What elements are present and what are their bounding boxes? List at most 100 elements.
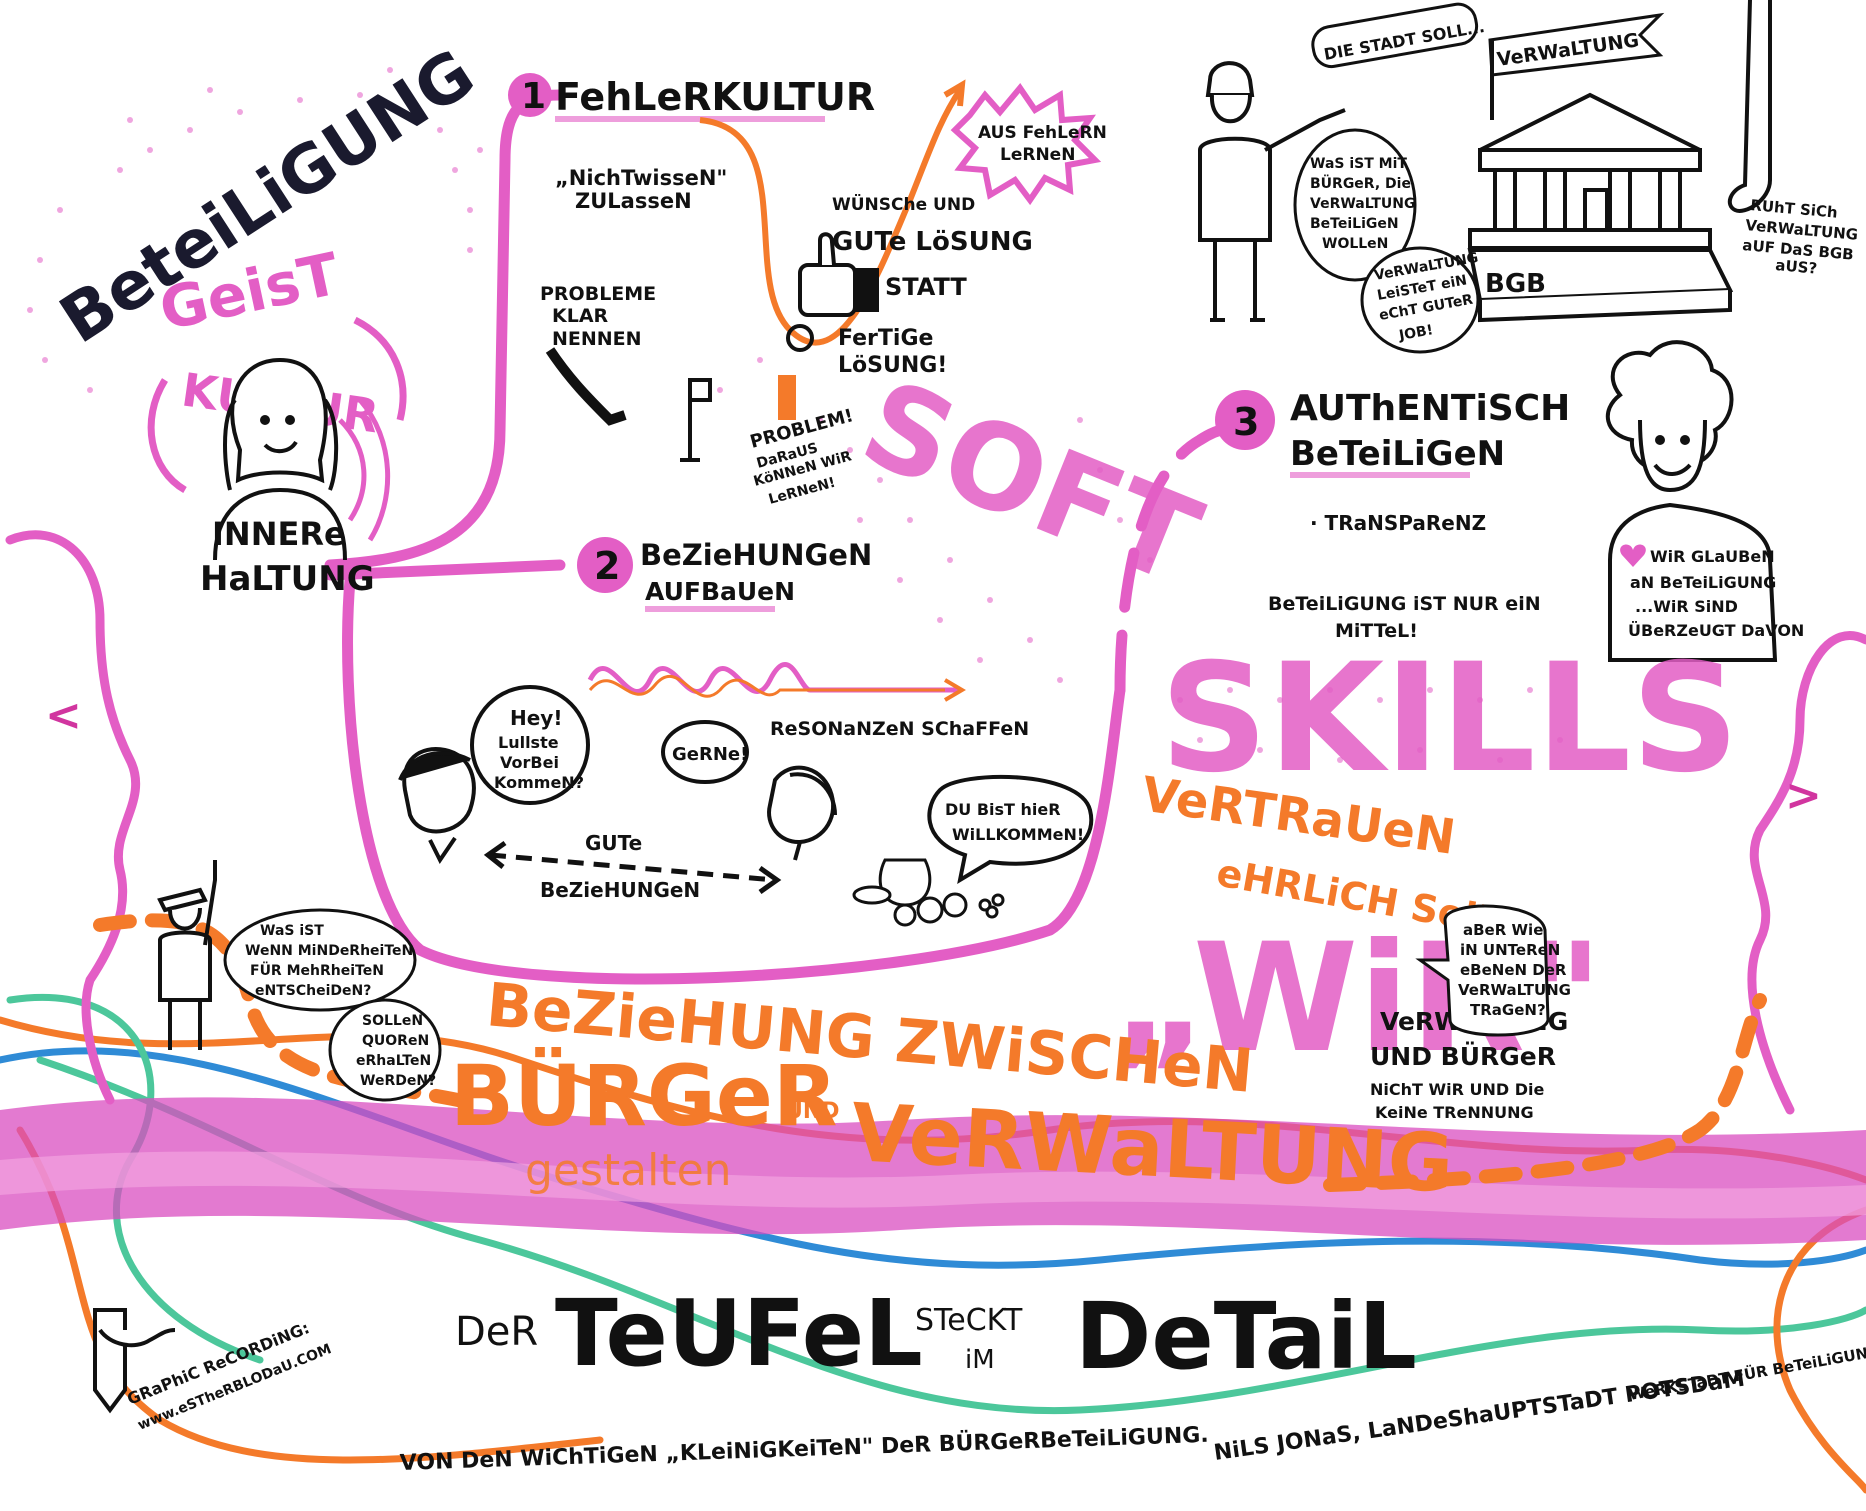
banner-subtitle: VON DeN WiChTiGeN „KLeiNiGKeiTeN" DeR BÜ… <box>399 1422 1209 1476</box>
buerger-text: BÜRGeR <box>450 1047 838 1145</box>
exclamation-icon <box>778 375 796 420</box>
wir-glauben-text-1: WiR GLaUBeN <box>1650 547 1775 566</box>
section1-number: 1 <box>521 76 546 117</box>
aus-fehlern-burst <box>950 83 1102 206</box>
aus-fehlern-text-2: LeRNeN <box>1000 145 1075 165</box>
fertige-text-2: LöSUNG! <box>838 353 947 378</box>
beziehungen-text: BeZieHUNGeN <box>540 878 700 902</box>
man-with-hat-illustration <box>1198 61 1346 322</box>
section-beziehungen: 2 BeZieHUNGeN AUFBaUeN ReSONaNZeN SChaFF… <box>398 537 1094 927</box>
verwaltung-und-text-4: KeiNe TReNNUNG <box>1375 1103 1534 1122</box>
hey-speech-bubble <box>470 685 590 805</box>
minderheiten-text-3: FÜR MehRheiTeN <box>250 961 384 979</box>
section3-number: 3 <box>1233 400 1259 444</box>
aber-text-1: aBeR Wie <box>1463 921 1543 939</box>
banner-teufel: TeUFeL <box>555 1280 923 1387</box>
aber-text-5: TRaGeN? <box>1470 1001 1546 1019</box>
was-ist-text-4: BeTeiLiGeN <box>1310 216 1399 232</box>
quoren-text-1: SOLLeN <box>362 1013 423 1029</box>
minderheiten-text-1: WaS iST <box>260 923 324 939</box>
cycle-arcs <box>338 398 391 542</box>
section2-number-badge <box>577 537 633 593</box>
innere-label: INNERe <box>212 515 346 553</box>
bgb-text: BGB <box>1485 269 1546 299</box>
heart-icon <box>1620 544 1646 567</box>
woman-illustration <box>213 357 347 561</box>
aber-text-4: VeRWaLTUNG <box>1458 981 1571 999</box>
wir-glauben-text-3: ...WiR SiND <box>1635 597 1738 616</box>
was-ist-text-5: WOLLeN <box>1322 236 1388 252</box>
gute-text: GUTe <box>585 831 642 855</box>
bottom-banner: DeR TeUFeL STeCKT iM DeTaiL VON DeN WiCh… <box>399 1280 1866 1476</box>
banner-werkstatt: WeRKSTaDT FÜR BeTeiLiGUNG <box>1627 1341 1866 1404</box>
aber-text-2: iN UNTeReN <box>1460 941 1560 959</box>
curly-woman-illustration <box>1605 340 1778 662</box>
section3-title-1: AUThENTiSCH <box>1290 388 1570 429</box>
target-icon <box>786 324 814 352</box>
leistet-text-4: JOB! <box>1397 322 1434 344</box>
willkommen-text-1: DU BisT hieR <box>945 800 1061 819</box>
banner-im: iM <box>965 1345 995 1375</box>
fehler-arrowhead <box>943 79 966 107</box>
banner-detail: DeTaiL <box>1075 1283 1417 1390</box>
zulassen-text: ZULasseN <box>575 189 692 213</box>
hey-text-4: KommeN? <box>494 773 584 792</box>
pointing-hand-icon <box>545 347 627 426</box>
gute-beziehungen-arrowhead-left <box>483 840 507 869</box>
wir-glauben-text-2: aN BeTeiLiGUNG <box>1630 573 1776 592</box>
citizen-with-hat-illustration <box>157 860 217 1050</box>
resonanzen-text: ReSONaNZeN SChaFFeN <box>770 718 1029 740</box>
statt-text: STATT <box>885 273 967 301</box>
section1-number-badge <box>508 73 552 117</box>
graphic-recording-credit: GRaPhiC ReCORDiNG: www.eSTheRBLODaU.COM <box>93 1308 334 1434</box>
mittel-text-2: MiTTeL! <box>1335 620 1418 642</box>
willkommen-speech-bubble <box>927 774 1094 885</box>
decorative-dots <box>27 67 1563 763</box>
was-ist-text-3: VeRWaLTUNG <box>1310 196 1415 212</box>
quoren-text-4: WeRDeN? <box>360 1073 436 1089</box>
wuensche-text: WÜNSChe UND <box>832 193 975 215</box>
foot-illustration <box>1727 0 1772 213</box>
aus-fehlern-text-1: AUS FehLeRN <box>978 123 1107 143</box>
haltung-label: HaLTUNG <box>200 559 375 599</box>
nichtwissen-text: „NichTwisseN" <box>555 166 727 190</box>
skills-heading: SKILLS <box>1160 632 1739 806</box>
mittel-text-1: BeTeiLiGUNG iST NUR eiN <box>1268 593 1541 615</box>
leistet-speech-bubble <box>1360 246 1480 354</box>
hey-text-2: Lullste <box>498 733 559 752</box>
transparenz-text: · TRaNSPaReNZ <box>1310 511 1486 535</box>
gute-beziehungen-arrowhead-right <box>758 865 782 895</box>
quoren-text-3: eRhaLTeN <box>356 1053 431 1069</box>
gute-beziehungen-arrow <box>489 852 776 883</box>
was-ist-text-2: BÜRGeR, Die <box>1310 174 1411 192</box>
banner-swoosh-light <box>0 1151 1866 1219</box>
top-right-cluster: DIE STADT SOLL... VeRWaLTUNG BGB RUhT Si… <box>1198 0 1859 354</box>
minderheiten-text-2: WeNN MiNDeRheiTeN <box>245 943 413 959</box>
section2-title-2: AUFBaUeN <box>645 577 795 606</box>
cycle-arrow-left <box>147 378 187 494</box>
gestalten-text: gestalten <box>525 1145 732 1196</box>
was-ist-speech-bubble <box>1293 128 1417 282</box>
section2-number: 2 <box>594 544 620 588</box>
center-cluster: SOFT SKILLS VeRTRaUeN eHRLiCH SeiN „WiR"… <box>845 353 1740 1122</box>
woman-face-illustration <box>767 765 837 861</box>
gerne-text: GeRNe! <box>672 744 748 765</box>
left-chevron: < <box>45 690 82 741</box>
fehler-curve-arrow <box>699 88 963 346</box>
section1-title: FehLeRKULTUR <box>555 75 875 119</box>
was-ist-text-1: WaS iST MiT <box>1310 156 1407 172</box>
section2-title-1: BeZieHUNGeN <box>640 538 872 572</box>
probleme-text-3: NENNEN <box>552 328 642 350</box>
coffee-table-illustration <box>852 858 1005 927</box>
verwaltung-und-text-2: UND BÜRGeR <box>1370 1041 1556 1071</box>
cycle-arrow-right <box>353 316 407 421</box>
right-chevron: > <box>1785 770 1822 821</box>
section3-title-2: BeTeiLiGeN <box>1290 434 1505 474</box>
section1-title-underline <box>555 116 825 122</box>
minderheiten-text-4: eNTSCheiDeN? <box>255 983 371 999</box>
probleme-text-1: PROBLEME <box>540 283 656 305</box>
ruht-text-4: aUS? <box>1775 256 1818 278</box>
resonance-wave-orange <box>588 675 945 698</box>
section3-title-underline <box>1290 472 1470 478</box>
gute-loesung-text: GUTe LöSUNG <box>832 227 1033 257</box>
